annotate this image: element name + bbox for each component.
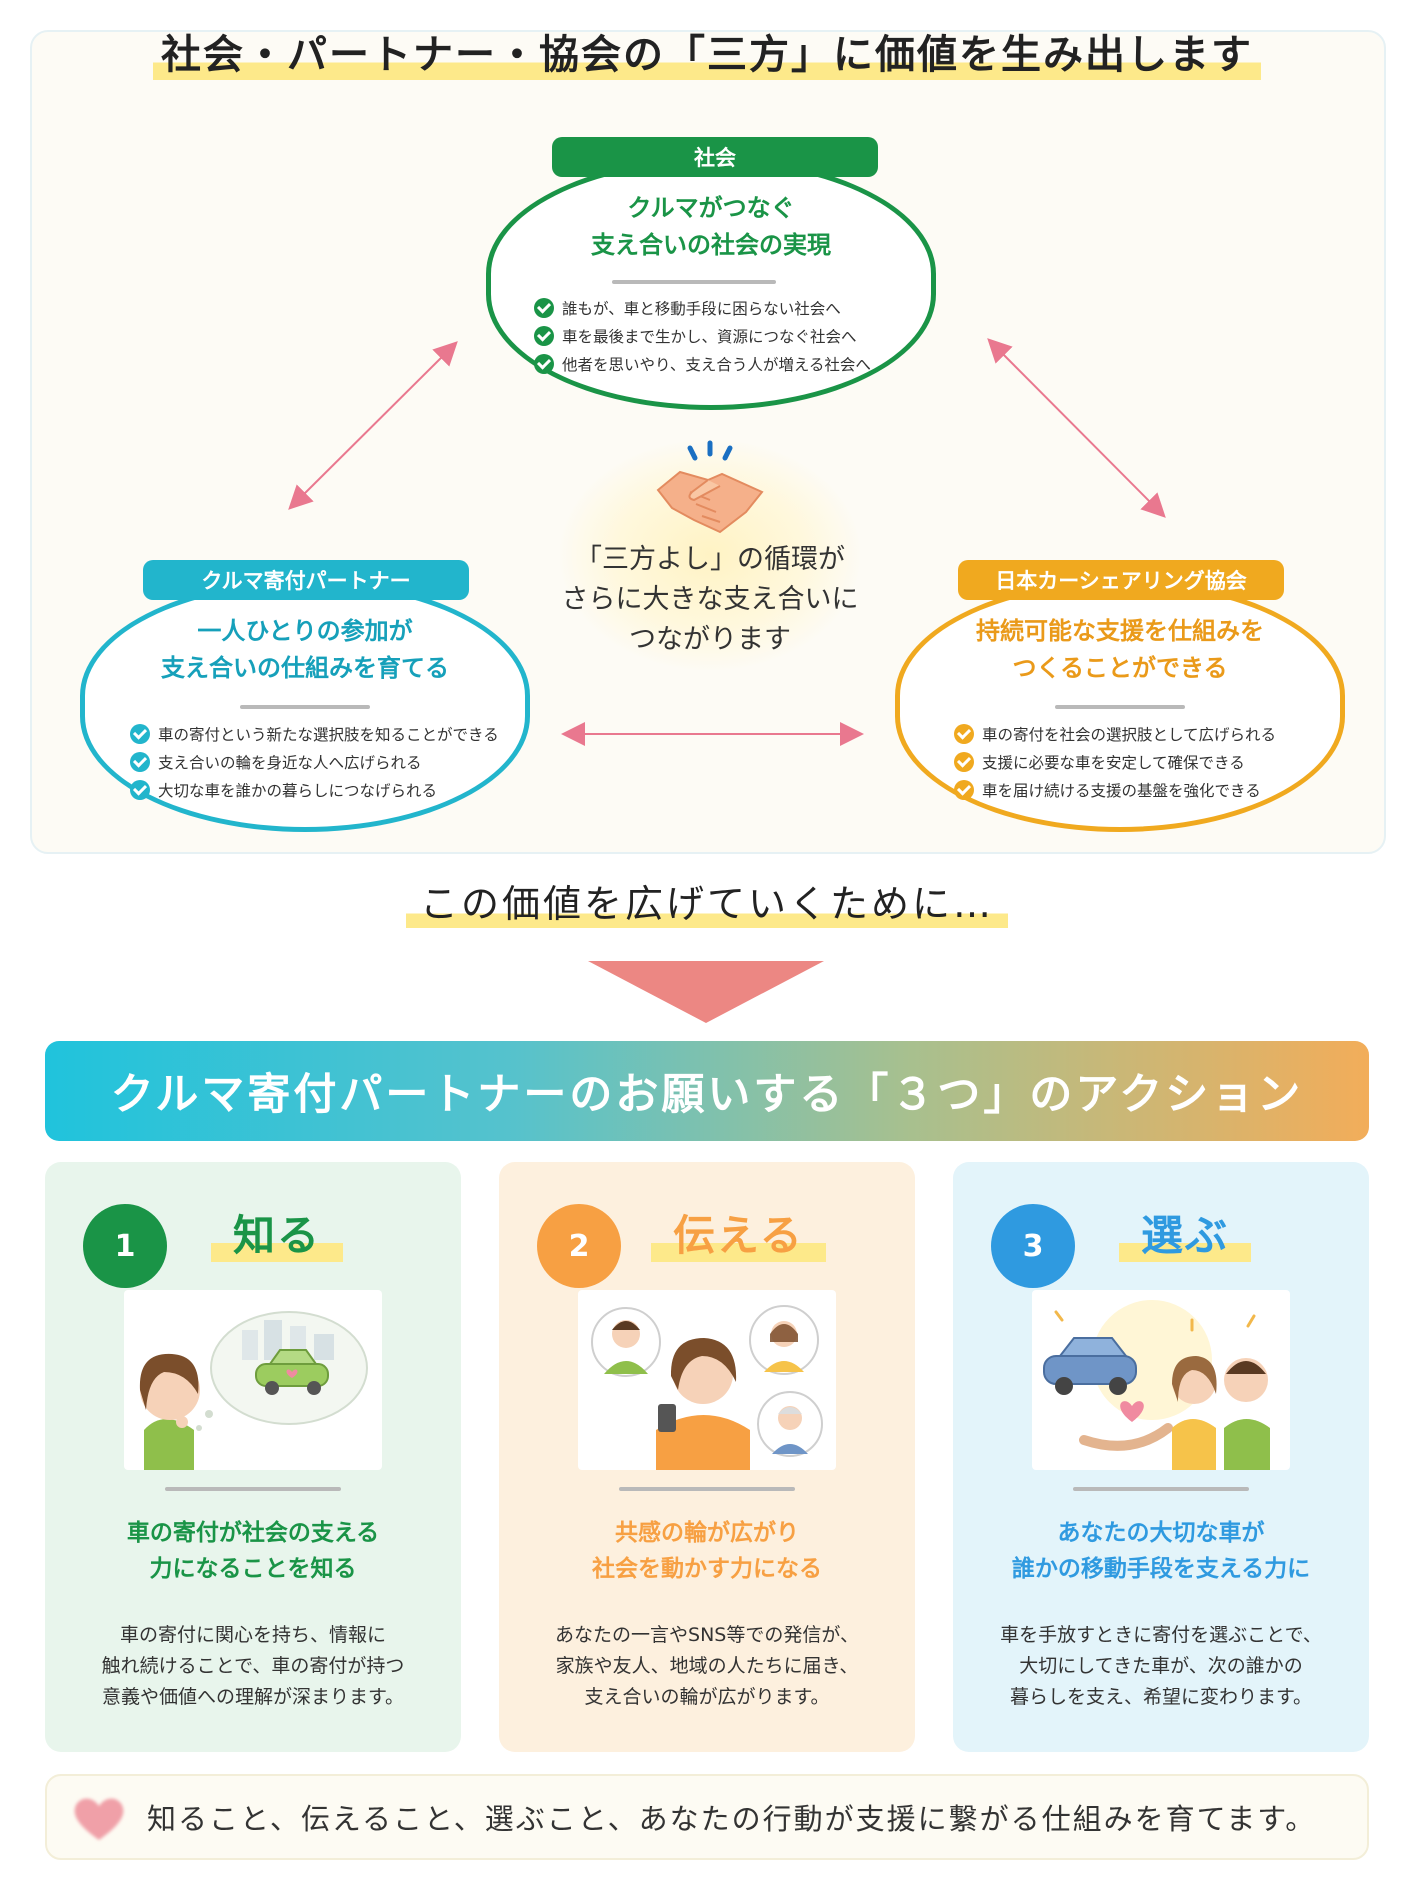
footer-text: 知ること、伝えること、選ぶこと、あなたの行動が支援に繋がる仕組みを育てます。 [147, 1802, 1317, 1836]
list-item: 誰もが、車と移動手段に困らない社会へ [534, 294, 871, 322]
check-icon [954, 724, 974, 744]
society-benefits: 誰もが、車と移動手段に困らない社会へ 車を最後まで生かし、資源につなぐ社会へ 他… [534, 294, 871, 378]
action-number: 2 [537, 1204, 621, 1288]
check-icon [130, 752, 150, 772]
action-card-choose: 3 選ぶ あなたの大切な車が 誰かの移動手段を支える力に 車を手放すときに寄付を… [953, 1162, 1369, 1752]
donating-car-illustration [1032, 1290, 1290, 1470]
action-card-know: 1 知る 車の寄付が社会の支える 力になることを知る 車の寄付に関心を持ち、情報… [45, 1162, 461, 1752]
cycle-arrows [288, 338, 1166, 746]
list-item: 支え合いの輪を身近な人へ広げられる [130, 748, 499, 776]
action-title: 伝える [651, 1202, 826, 1262]
list-item: 車を最後まで生かし、資源につなぐ社会へ [534, 322, 871, 350]
association-heading: 持続可能な支援を仕組みを つくることができる [976, 617, 1264, 682]
action-card-share: 2 伝える 共感の輪が広がり 社会を動かす力になる あなたの一言やSNS等での発… [499, 1162, 915, 1752]
action-description: あなたの一言やSNS等での発信が、 家族や友人、地域の人たちに届き、 支え合いの… [555, 1624, 859, 1708]
list-item: 他者を思いやり、支え合う人が増える社会へ [534, 350, 871, 378]
society-label: 社会 [552, 137, 878, 177]
action-description: 車の寄付に関心を持ち、情報に 触れ続けることで、車の寄付が持つ 意義や価値への理… [101, 1624, 405, 1708]
partner-heading: 一人ひとりの参加が 支え合いの仕組みを育てる [161, 617, 449, 682]
check-icon [130, 724, 150, 744]
card-divider [1073, 1487, 1249, 1491]
footer-message: 知ること、伝えること、選ぶこと、あなたの行動が支援に繋がる仕組みを育てます。 [45, 1774, 1369, 1860]
handshake-icon [656, 440, 764, 534]
action-heading: 共感の輪が広がり 社会を動かす力になる [592, 1520, 822, 1582]
list-item: 車の寄付を社会の選択肢として広げられる [954, 720, 1276, 748]
action-number: 1 [83, 1204, 167, 1288]
transition-text: この価値を広げていくために… [0, 873, 1414, 928]
top-title: 社会・パートナー・協会の「三方」に価値を生み出します [0, 22, 1414, 80]
list-item: 車の寄付という新たな選択肢を知ることができる [130, 720, 499, 748]
partner-bubble [80, 580, 530, 832]
association-divider [1055, 705, 1185, 709]
action-heading: あなたの大切な車が 誰かの移動手段を支える力に [1011, 1520, 1311, 1582]
society-divider [612, 280, 776, 284]
association-benefits: 車の寄付を社会の選択肢として広げられる 支援に必要な車を安定して確保できる 車を… [954, 720, 1276, 804]
thinking-about-car-illustration [124, 1290, 382, 1470]
partner-benefits: 車の寄付という新たな選択肢を知ることができる 支え合いの輪を身近な人へ広げられる… [130, 720, 499, 804]
check-icon [954, 780, 974, 800]
card-divider [165, 1487, 341, 1491]
action-title: 知る [211, 1202, 344, 1262]
center-message: 「三方よし」の循環が さらに大きな支え合いに つながります [561, 544, 859, 655]
sharing-with-people-illustration [578, 1290, 836, 1470]
partner-divider [240, 705, 370, 709]
action-heading: 車の寄付が社会の支える 力になることを知る [126, 1520, 380, 1582]
check-icon [534, 354, 554, 374]
arrow-society-partner [288, 341, 458, 510]
down-arrow-icon [588, 961, 824, 1023]
check-icon [130, 780, 150, 800]
association-label: 日本カーシェアリング協会 [958, 560, 1284, 600]
check-icon [534, 326, 554, 346]
list-item: 車を届け続ける支援の基盤を強化できる [954, 776, 1276, 804]
list-item: 支援に必要な車を安定して確保できる [954, 748, 1276, 776]
check-icon [534, 298, 554, 318]
list-item: 大切な車を誰かの暮らしにつなげられる [130, 776, 499, 804]
action-number: 3 [991, 1204, 1075, 1288]
action-title: 選ぶ [1119, 1202, 1252, 1262]
card-divider [619, 1487, 795, 1491]
action-description: 車を手放すときに寄付を選ぶことで、 大切にしてきた車が、次の誰かの 暮らしを支え… [1000, 1624, 1322, 1708]
partner-label: クルマ寄付パートナー [143, 560, 469, 600]
heart-icon [74, 1798, 124, 1840]
check-icon [954, 752, 974, 772]
actions-banner: クルマ寄付パートナーのお願いする「３つ」のアクション [45, 1041, 1369, 1141]
arrow-society-association [987, 338, 1166, 518]
society-heading: クルマがつなぐ 支え合いの社会の実現 [591, 194, 831, 259]
